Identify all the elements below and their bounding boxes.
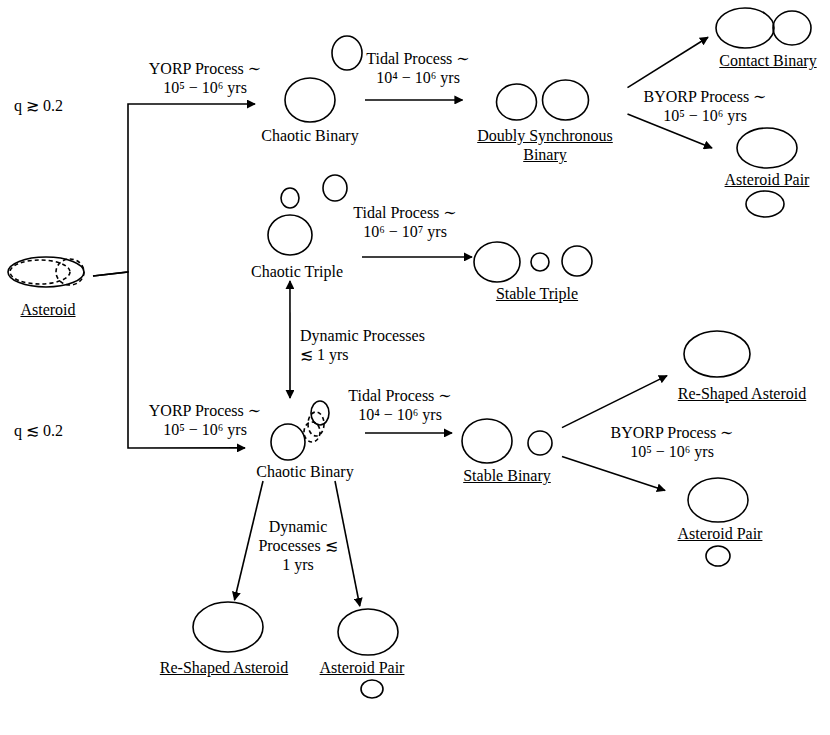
asteroid-node: Re-Shaped Asteroid	[667, 328, 817, 403]
body-outline	[773, 11, 811, 45]
process-arrow	[562, 376, 667, 428]
process-arrow	[365, 99, 463, 101]
node-label: Contact Binary	[708, 51, 828, 70]
node-label: Re-Shaped Asteroid	[149, 658, 299, 677]
body-outline	[462, 419, 512, 463]
body-outline	[56, 259, 84, 285]
node-label: Asteroid Pair	[665, 524, 775, 543]
process-arrow	[362, 256, 472, 258]
node-label: Chaotic Binary	[255, 126, 365, 145]
process-arrow	[365, 432, 452, 434]
body-outline	[285, 78, 335, 122]
asteroid-node: Stable Triple	[472, 240, 602, 303]
body-outline	[338, 609, 398, 655]
node-label: Stable Triple	[472, 284, 602, 303]
asteroid-node: Chaotic Binary	[255, 34, 365, 145]
body-outline	[684, 331, 750, 377]
mass-ratio-label: q ≲ 0.2	[14, 421, 63, 440]
asteroid-drawing	[712, 189, 822, 219]
node-label: Chaotic Triple	[232, 262, 362, 281]
body-outline	[746, 191, 784, 217]
body-outline	[361, 680, 383, 698]
asteroid-drawing	[149, 600, 299, 658]
body-outline	[304, 422, 320, 442]
body-outline	[474, 242, 520, 282]
body-outline	[10, 260, 70, 284]
asteroid-node: Asteroid	[3, 252, 93, 319]
asteroid-node: Asteroid Pair	[712, 126, 822, 219]
asteroid-drawing	[463, 78, 628, 126]
node-label: Asteroid	[3, 300, 93, 319]
node-label: Chaotic Binary	[245, 462, 365, 481]
body-outline	[332, 36, 362, 70]
asteroid-drawing	[245, 398, 365, 462]
body-outline	[496, 84, 536, 120]
body-outline	[716, 8, 774, 48]
body-outline	[8, 257, 84, 287]
asteroid-drawing	[307, 677, 417, 701]
process-arrow	[562, 456, 665, 490]
process-label: Dynamic Processes ≲ 1 yrs	[256, 517, 340, 574]
process-arrow	[93, 104, 255, 276]
body-outline	[706, 546, 730, 566]
body-outline	[531, 253, 549, 271]
asteroid-drawing	[712, 126, 822, 170]
asteroid-drawing	[452, 418, 562, 466]
process-label: YORP Process ∼ 10⁵ − 10⁶ yrs	[140, 401, 270, 439]
process-label: Tidal Process ∼ 10⁴ − 10⁶ yrs	[363, 49, 473, 87]
body-outline	[688, 478, 748, 522]
asteroid-drawing	[665, 543, 775, 569]
node-label: Asteroid Pair	[712, 170, 822, 189]
body-outline	[281, 188, 299, 208]
node-label: Stable Binary	[452, 466, 562, 485]
asteroid-drawing	[307, 606, 417, 658]
process-arrow	[335, 481, 360, 606]
body-outline	[737, 128, 797, 168]
body-outline	[542, 80, 588, 120]
asteroid-node: Chaotic Binary	[245, 398, 365, 481]
asteroid-node: Contact Binary	[708, 5, 828, 70]
process-arrow	[289, 281, 291, 398]
process-label: Dynamic Processes ≲ 1 yrs	[300, 326, 440, 364]
asteroid-drawing	[472, 240, 602, 284]
asteroid-drawing	[665, 476, 775, 524]
mass-ratio-label: q ≳ 0.2	[14, 96, 63, 115]
node-label: Asteroid Pair	[307, 658, 417, 677]
body-outline	[271, 424, 305, 460]
asteroid-node: Asteroid Pair	[307, 606, 417, 701]
process-label: BYORP Process ∼ 10⁵ − 10⁶ yrs	[640, 87, 770, 125]
process-arrow	[628, 37, 709, 87]
asteroid-drawing	[255, 34, 365, 126]
process-label: Tidal Process ∼ 10⁶ − 10⁷ yrs	[350, 203, 460, 241]
asteroid-node: Stable Binary	[452, 418, 562, 485]
node-label: Re-Shaped Asteroid	[667, 384, 817, 403]
asteroid-node: Asteroid Pair	[665, 476, 775, 569]
process-label: Tidal Process ∼ 10⁴ − 10⁶ yrs	[345, 386, 455, 424]
body-outline	[268, 215, 312, 255]
node-label: Doubly Synchronous Binary	[463, 126, 628, 164]
asteroid-node: Re-Shaped Asteroid	[149, 600, 299, 677]
asteroid-drawing	[232, 172, 362, 262]
body-outline	[193, 602, 263, 652]
process-label: BYORP Process ∼ 10⁵ − 10⁶ yrs	[607, 423, 737, 461]
process-label: YORP Process ∼ 10⁵ − 10⁶ yrs	[140, 59, 270, 97]
body-outline	[562, 246, 592, 276]
body-outline	[323, 175, 347, 201]
body-outline	[308, 412, 324, 436]
asteroid-drawing	[3, 252, 93, 300]
asteroid-drawing	[708, 5, 828, 51]
body-outline	[528, 431, 552, 455]
asteroid-node: Chaotic Triple	[232, 172, 362, 281]
asteroid-drawing	[667, 328, 817, 384]
asteroid-node: Doubly Synchronous Binary	[463, 78, 628, 164]
